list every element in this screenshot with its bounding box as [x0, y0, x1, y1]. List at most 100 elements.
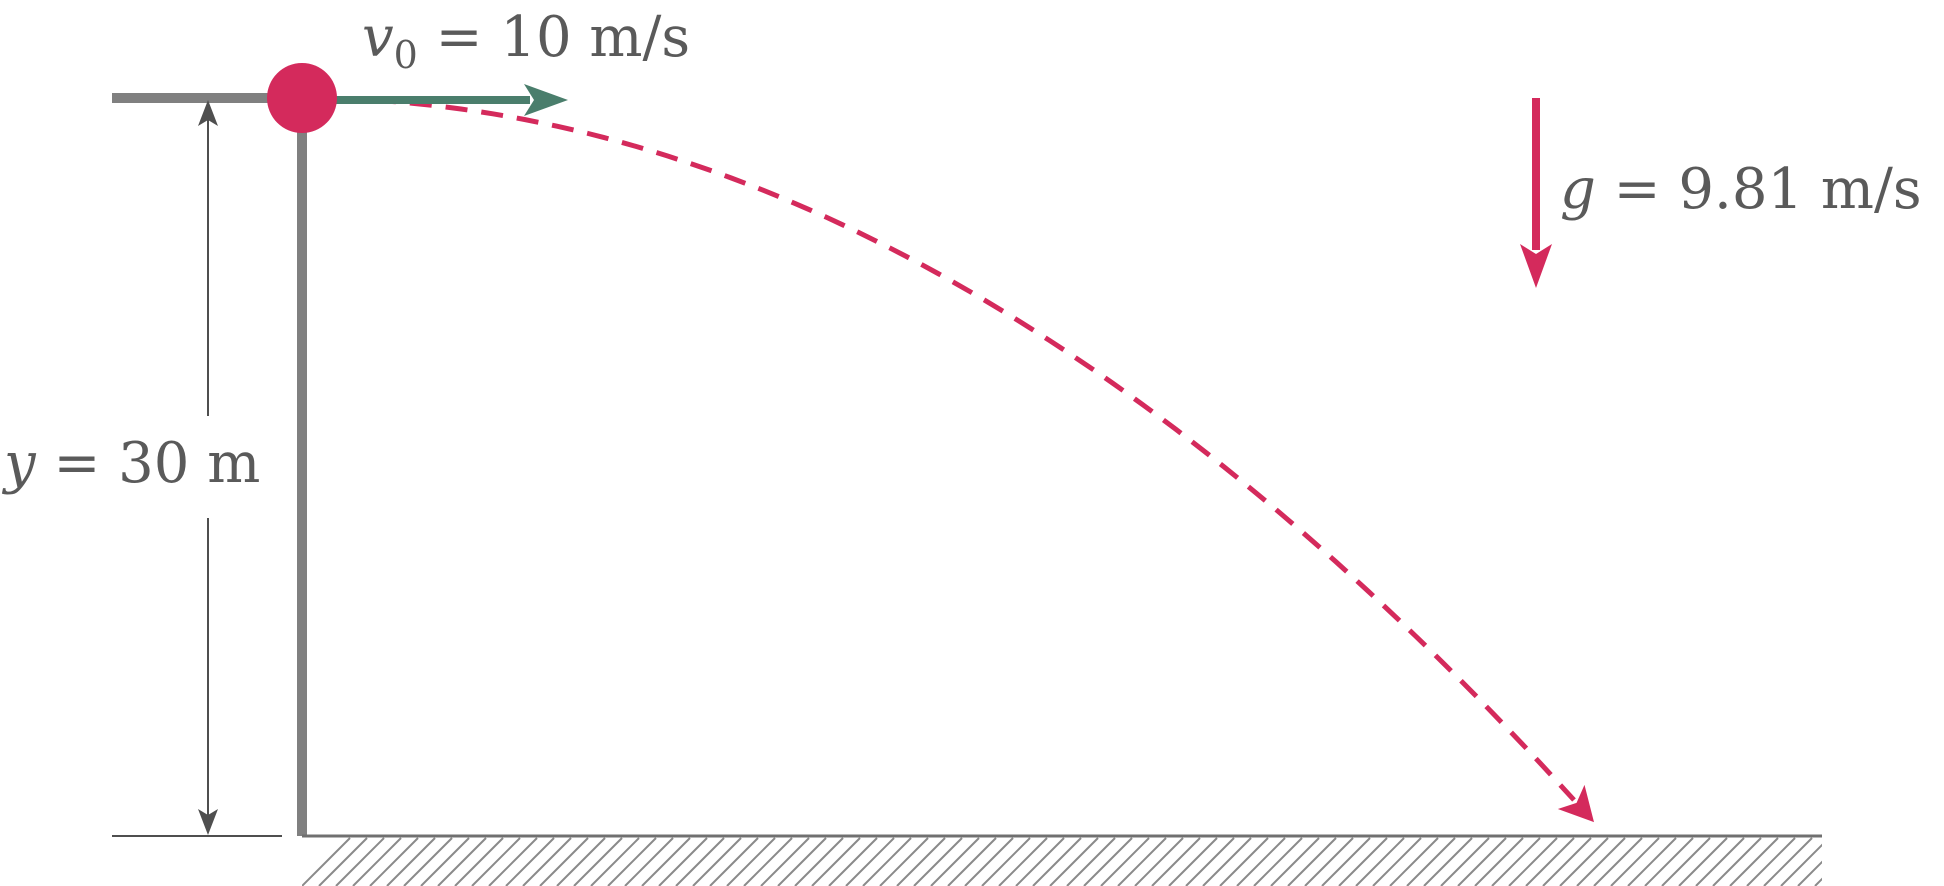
hatch-line: [726, 837, 776, 886]
ball: [267, 63, 337, 133]
hatch-line: [556, 837, 606, 886]
hatch-line: [539, 837, 589, 886]
hatch-line: [658, 837, 708, 886]
hatch-line: [1593, 837, 1643, 886]
hatch-line: [1423, 837, 1473, 886]
hatch-line: [709, 837, 759, 886]
hatch-line: [1832, 838, 1880, 886]
hatch-line: [1559, 837, 1609, 886]
hatch-line: [862, 837, 912, 886]
hatch-line: [964, 837, 1014, 886]
hatch-line: [1355, 837, 1405, 886]
hatch-line: [1780, 843, 1822, 886]
hatch-line: [1032, 837, 1082, 886]
hatch-line: [930, 837, 980, 886]
hatch-line: [1083, 837, 1133, 886]
hatch-line: [1712, 837, 1762, 886]
hatch-line: [1253, 837, 1303, 886]
hatch-line: [437, 837, 487, 886]
hatch-line: [1440, 837, 1490, 886]
hatch-line: [403, 837, 453, 886]
velocity-value: 10: [500, 5, 571, 70]
hatch-line: [828, 837, 878, 886]
trajectory-path: [301, 95, 1576, 802]
hatch-line: [1406, 837, 1456, 886]
hatch-line: [1168, 837, 1218, 886]
hatch-line: [760, 837, 810, 886]
hatch-line: [1457, 837, 1507, 886]
hatch-line: [488, 837, 538, 886]
gravity-label: g = 9.81 m/s: [1560, 157, 1922, 222]
hatch-line: [998, 837, 1048, 886]
hatch-line: [641, 837, 691, 886]
hatch-line: [896, 837, 946, 886]
hatch-line: [1236, 837, 1286, 886]
hatch-line: [1117, 837, 1167, 886]
hatch-line: [1797, 860, 1822, 886]
hatch-line: [1508, 837, 1558, 886]
hatch-line: [692, 837, 742, 886]
height-symbol: y: [1, 431, 37, 496]
hatch-line: [794, 837, 844, 886]
gravity-arrowhead: [1520, 244, 1552, 288]
hatch-line: [607, 837, 657, 886]
hatch-line: [1610, 837, 1660, 886]
hatch-line: [352, 837, 402, 886]
hatch-line: [811, 837, 861, 886]
hatch-line: [1049, 837, 1099, 886]
hatch-line: [302, 837, 351, 886]
hatch-line: [471, 837, 521, 886]
hatch-line: [1389, 837, 1439, 886]
height-equals: =: [36, 431, 119, 496]
hatch-line: [845, 837, 895, 886]
hatch-line: [1015, 837, 1065, 886]
hatch-line: [522, 837, 572, 886]
hatch-line: [1287, 837, 1337, 886]
hatch-line: [1644, 837, 1694, 886]
hatch-line: [1304, 837, 1354, 886]
hatch-line: [573, 837, 623, 886]
hatch-line: [1576, 837, 1626, 886]
hatch-line: [1866, 838, 1914, 886]
hatch-line: [1219, 837, 1269, 886]
hatch-line: [386, 837, 436, 886]
hatch-line: [1066, 837, 1116, 886]
height-arrowhead-up: [198, 100, 218, 126]
hatch-line: [1134, 837, 1184, 886]
height-arrowhead-down: [198, 809, 218, 835]
hatch-line: [1763, 837, 1813, 886]
hatch-line: [1372, 837, 1422, 886]
hatch-line: [624, 837, 674, 886]
trajectory-arrowhead: [1557, 784, 1594, 823]
ground-hatching: [302, 837, 1914, 886]
hatch-line: [1321, 837, 1371, 886]
velocity-equals: =: [418, 5, 501, 70]
hatch-line: [318, 837, 368, 886]
hatch-line: [420, 837, 470, 886]
hatch-line: [1100, 837, 1150, 886]
hatch-line: [1202, 837, 1252, 886]
hatch-line: [1849, 838, 1897, 886]
hatch-line: [1185, 837, 1235, 886]
height-unit: m: [189, 431, 260, 496]
hatch-line: [369, 837, 419, 886]
hatch-line: [1627, 837, 1677, 886]
hatch-line: [777, 837, 827, 886]
height-value: 30: [118, 431, 189, 496]
hatch-line: [1474, 837, 1524, 886]
hatch-line: [1814, 877, 1822, 886]
hatch-line: [1542, 837, 1592, 886]
hatch-line: [879, 837, 929, 886]
hatch-line: [947, 837, 997, 886]
hatch-line: [505, 837, 555, 886]
hatch-line: [335, 837, 385, 886]
gravity-value: 9.81: [1678, 157, 1803, 222]
velocity-symbol: v: [362, 5, 394, 70]
velocity-unit: m/s: [572, 5, 691, 70]
hatch-line: [981, 837, 1031, 886]
hatch-line: [1729, 837, 1779, 886]
hatch-line: [454, 837, 504, 886]
gravity-symbol: g: [1560, 157, 1596, 222]
hatch-line: [1525, 837, 1575, 886]
